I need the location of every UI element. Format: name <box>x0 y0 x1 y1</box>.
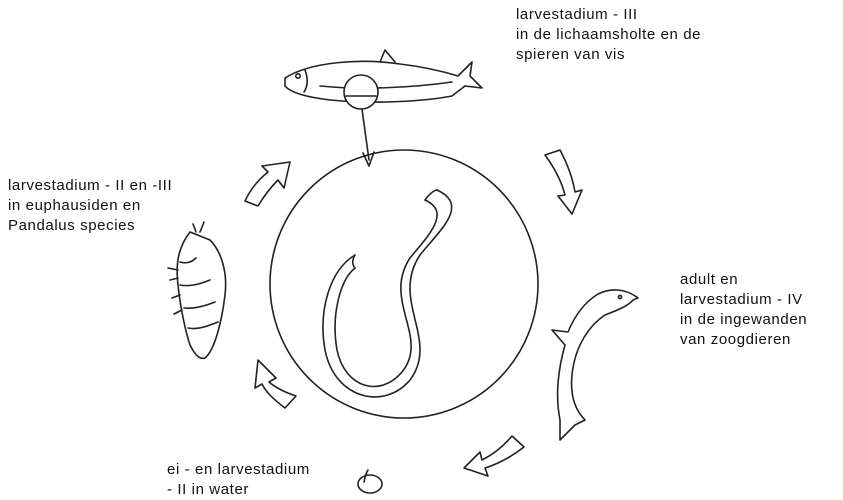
magnifier-callout <box>344 75 378 166</box>
stage-label-line: larvestadium - IV <box>680 290 807 310</box>
nematode-larva-icon <box>323 190 452 397</box>
stage-label-line: - II in water <box>167 480 310 500</box>
shrimp-icon <box>168 222 226 358</box>
stage-label-line: in de lichaamsholte en de <box>516 25 701 45</box>
stage-label-shrimp: larvestadium - II en -III in euphausiden… <box>8 176 172 236</box>
cycle-arrow-fish-to-whale <box>545 150 582 214</box>
stage-label-fish: larvestadium - III in de lichaamsholte e… <box>516 5 701 65</box>
stage-label-line: Pandalus species <box>8 216 172 236</box>
dolphin-icon <box>552 290 638 440</box>
stage-label-line: spieren van vis <box>516 45 701 65</box>
herring-icon <box>285 50 482 102</box>
stage-label-line: in de ingewanden <box>680 310 807 330</box>
stage-label-whale: adult en larvestadium - IV in de ingewan… <box>680 270 807 350</box>
cycle-arrow-whale-to-egg <box>464 436 524 476</box>
stage-label-line: in euphausiden en <box>8 196 172 216</box>
stage-label-line: ei - en larvestadium <box>167 460 310 480</box>
stage-label-line: larvestadium - III <box>516 5 701 25</box>
egg-icon <box>358 470 382 493</box>
central-circle <box>270 150 538 418</box>
cycle-arrow-egg-to-shrimp <box>255 360 296 408</box>
stage-label-line: larvestadium - II en -III <box>8 176 172 196</box>
stage-label-line: adult en <box>680 270 807 290</box>
stage-label-line: van zoogdieren <box>680 330 807 350</box>
cycle-arrow-shrimp-to-fish <box>245 162 290 206</box>
stage-label-egg: ei - en larvestadium - II in water <box>167 460 310 500</box>
